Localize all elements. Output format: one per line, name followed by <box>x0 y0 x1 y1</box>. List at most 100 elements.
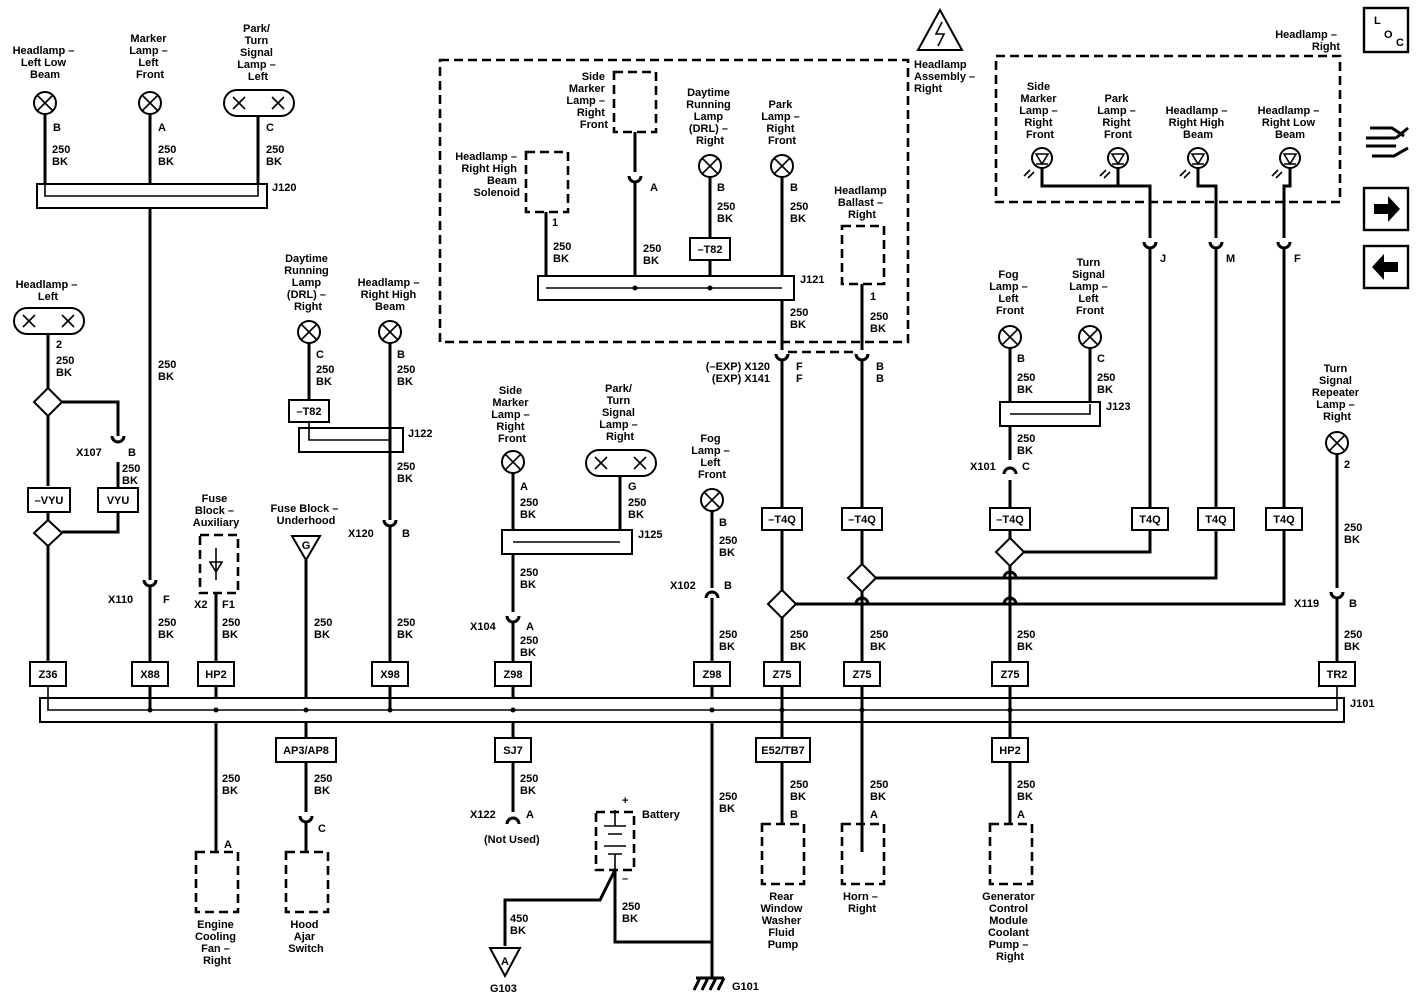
svg-text:HP2: HP2 <box>999 745 1020 757</box>
svg-text:250: 250 <box>520 497 538 509</box>
svg-text:Side Marker Lamp –: Side Marker Lamp – Right Front <box>491 385 533 445</box>
svg-text:Z36: Z36 <box>39 669 58 681</box>
ground-icon <box>488 947 522 979</box>
svg-text:AP3/AP8: AP3/AP8 <box>283 745 329 757</box>
svg-text:B: B <box>1017 353 1025 365</box>
arrow-left-button[interactable] <box>1362 244 1410 290</box>
svg-text:250: 250 <box>622 901 640 913</box>
svg-text:F: F <box>796 373 803 385</box>
svg-text:250: 250 <box>1017 433 1035 445</box>
headlamp-right-low-beam-led: Headlamp – Right Low Beam <box>1258 105 1319 179</box>
svg-text:Fog Lamp – Left: Fog Lamp – Left Front <box>691 433 733 481</box>
svg-text:J125: J125 <box>638 529 662 541</box>
svg-text:Headlamp – Left: Headlamp – Left <box>16 279 81 303</box>
svg-text:BK: BK <box>314 629 330 641</box>
svg-text:Generator Control: Generator Control Module Coolant Pump – … <box>982 891 1038 963</box>
svg-text:250: 250 <box>719 791 737 803</box>
svg-text:BK: BK <box>222 629 238 641</box>
svg-text:BK: BK <box>1017 791 1033 803</box>
dual-filament-lamp-icon <box>585 449 657 477</box>
svg-text:2: 2 <box>1344 459 1350 471</box>
svg-text:VYU: VYU <box>107 495 130 507</box>
splice-diamond <box>846 562 878 594</box>
headlamp-right-title: Headlamp – Right <box>1275 29 1340 53</box>
svg-text:J: J <box>1160 253 1166 265</box>
svg-text:250: 250 <box>158 144 176 156</box>
svg-text:BK: BK <box>870 323 886 335</box>
svg-text:A: A <box>870 809 878 821</box>
svg-text:BK: BK <box>397 376 413 388</box>
svg-text:J123: J123 <box>1106 401 1130 413</box>
dual-filament-lamp-icon <box>223 89 295 117</box>
svg-text:250: 250 <box>316 364 334 376</box>
svg-text:Headlamp – Right High: Headlamp – Right High Beam Solenoid <box>455 151 520 199</box>
splice-j121: J121 <box>537 274 824 301</box>
svg-text:E52/TB7: E52/TB7 <box>761 745 804 757</box>
locator-button[interactable]: L O C <box>1362 6 1410 54</box>
svg-text:2: 2 <box>56 339 62 351</box>
svg-text:250: 250 <box>520 635 538 647</box>
svg-text:TR2: TR2 <box>1327 669 1348 681</box>
headlamp-assembly-right-box <box>438 58 910 344</box>
svg-text:BK: BK <box>1344 534 1360 546</box>
svg-text:250: 250 <box>628 497 646 509</box>
svg-text:B: B <box>1349 598 1357 610</box>
svg-text:X88: X88 <box>140 669 160 681</box>
arrow-right-button[interactable] <box>1362 186 1410 232</box>
svg-text:250: 250 <box>1017 779 1035 791</box>
svg-text:Park Lamp – Right: Park Lamp – Right Front <box>761 99 803 147</box>
svg-text:–VYU: –VYU <box>35 495 64 507</box>
svg-text:250: 250 <box>397 364 415 376</box>
svg-text:Fog Lamp – Left: Fog Lamp – Left Front <box>989 269 1031 317</box>
svg-text:250: 250 <box>520 773 538 785</box>
svg-text:250: 250 <box>553 241 571 253</box>
svg-text:M: M <box>1226 253 1235 265</box>
svg-text:X101: X101 <box>970 461 996 473</box>
svg-text:Horn – Right: Horn – Right <box>843 891 881 915</box>
svg-text:+: + <box>622 795 628 807</box>
svg-text:B: B <box>719 517 727 529</box>
marker-lamp-left-front-label: Marker Lamp – Left Front <box>129 33 171 81</box>
svg-text:B: B <box>397 349 405 361</box>
svg-text:X98: X98 <box>380 669 400 681</box>
svg-text:BK: BK <box>122 475 138 487</box>
svg-text:250: 250 <box>870 629 888 641</box>
svg-text:250: 250 <box>790 201 808 213</box>
svg-text:G: G <box>302 540 311 552</box>
svg-text:F: F <box>163 594 170 606</box>
svg-text:Z98: Z98 <box>703 669 722 681</box>
svg-text:SJ7: SJ7 <box>503 745 523 757</box>
svg-text:250: 250 <box>870 311 888 323</box>
side-marker-lamp-right-front-top: Side Marker Lamp – Right Front <box>566 70 658 134</box>
svg-text:250: 250 <box>158 617 176 629</box>
svg-text:BK: BK <box>790 791 806 803</box>
headlamp-assembly-right-label: Headlamp Assembly – Right <box>914 59 978 95</box>
svg-text:F1: F1 <box>222 599 235 611</box>
svg-text:BK: BK <box>266 156 282 168</box>
svg-text:250: 250 <box>397 461 415 473</box>
svg-text:BK: BK <box>1017 641 1033 653</box>
svg-text:250: 250 <box>717 201 735 213</box>
svg-text:250: 250 <box>790 629 808 641</box>
bus-option-boxes: Z36 X88 HP2 X98 Z98 Z98 Z75 Z75 Z75 TR2 … <box>29 661 1356 763</box>
svg-text:BK: BK <box>1344 641 1360 653</box>
svg-text:G: G <box>628 481 637 493</box>
svg-text:C: C <box>1396 37 1404 49</box>
svg-text:BK: BK <box>520 647 536 659</box>
svg-text:250: 250 <box>314 617 332 629</box>
svg-text:A: A <box>158 122 166 134</box>
svg-text:F: F <box>1294 253 1301 265</box>
svg-text:Headlamp – Right High: Headlamp – Right High Beam <box>1166 105 1231 141</box>
connector-icon[interactable] <box>1366 126 1409 158</box>
svg-text:250: 250 <box>719 535 737 547</box>
svg-text:BK: BK <box>520 579 536 591</box>
